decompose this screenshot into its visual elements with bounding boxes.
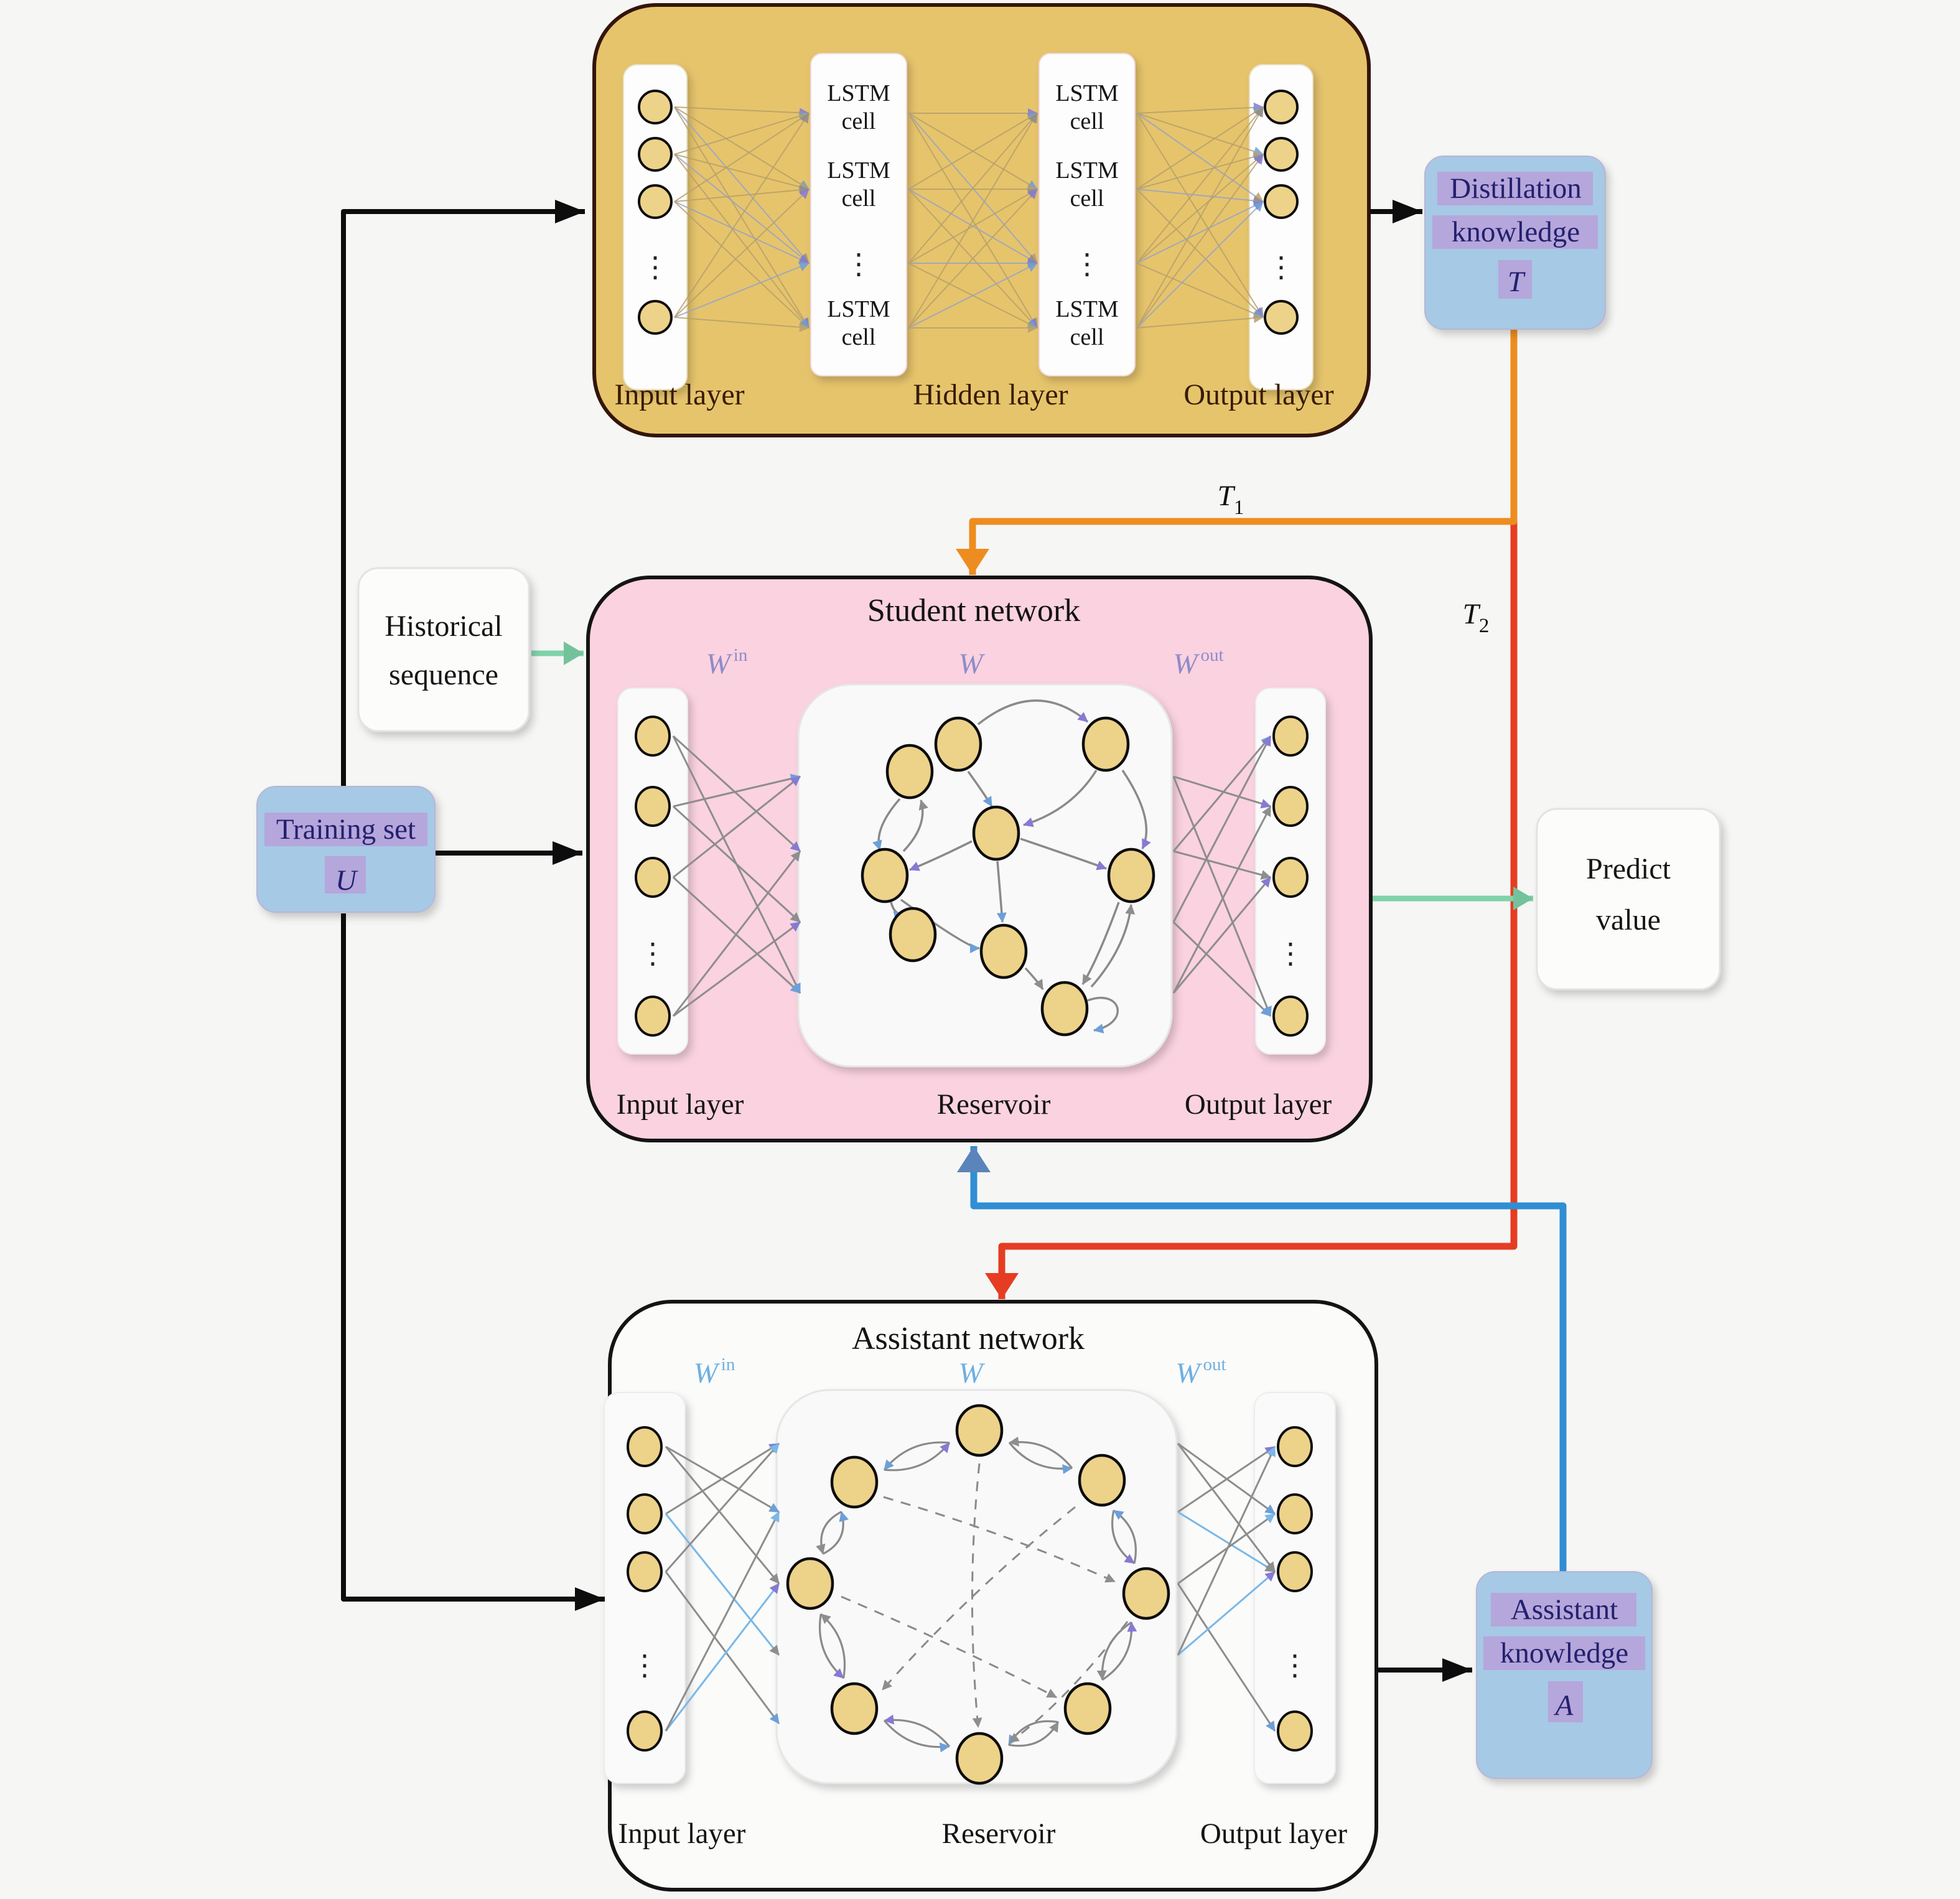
assistant-output-vdots-icon: ⋮: [1281, 1649, 1309, 1681]
student-reservoir-edges: [872, 699, 1151, 1033]
assistant-knowledge-line1: Assistant: [1511, 1593, 1618, 1626]
student-input-layer-label: Input layer: [617, 1088, 744, 1121]
assistant-knowledge-line2: knowledge: [1500, 1637, 1628, 1669]
assistant-connection-lines: [665, 1442, 1276, 1732]
teacher-lstm-column-2: [1038, 53, 1136, 376]
teacher-output-vdots-icon: ⋮: [1267, 251, 1295, 283]
training-highlight-1: [264, 813, 427, 846]
predict-line2: value: [1596, 903, 1661, 936]
arrow-trainingset-to-teacher: [341, 200, 585, 786]
assistant-network-title: Assistant network: [852, 1321, 1085, 1356]
teacher-input-layer-column: [623, 64, 688, 390]
assistant-reservoir-edges: [816, 1436, 1137, 1753]
distillation-knowledge-box: Distillation knowledge T: [1424, 156, 1606, 330]
assistant-input-layer-label: Input layer: [618, 1817, 746, 1850]
teacher-lstm-column-1: [810, 53, 907, 376]
historical-line1: Historical: [385, 610, 502, 643]
training-highlight-2: [325, 856, 366, 894]
t1-edge-label: T1: [1218, 480, 1244, 519]
teacher-lstm2-vdots-icon: ⋮: [1073, 248, 1101, 280]
historical-line2: sequence: [389, 658, 498, 691]
assistant-output-layer-label: Output layer: [1200, 1817, 1348, 1850]
arrow-t2-distillation-to-assistant: [985, 325, 1518, 1299]
student-output-layer-label: Output layer: [1185, 1088, 1332, 1121]
predict-value-box: Predict value: [1536, 808, 1721, 991]
student-input-vdots-icon: ⋮: [638, 938, 667, 969]
arrow-trainingset-to-assistant: [341, 913, 605, 1611]
student-reservoir-label: Reservoir: [937, 1088, 1051, 1121]
distillation-highlight-1: [1437, 172, 1593, 205]
predict-line1: Predict: [1586, 852, 1671, 885]
student-w-label: W: [958, 648, 985, 680]
arrow-assistant-knowledge-to-student: [957, 1146, 1567, 1572]
distillation-highlight-3: [1498, 260, 1532, 299]
student-network-title: Student network: [867, 593, 1080, 628]
training-set-box: Training set U: [256, 786, 436, 913]
teacher-hidden-layer-label: Hidden layer: [913, 378, 1068, 411]
distillation-line2: knowledge: [1452, 216, 1580, 248]
training-line1: Training set: [276, 813, 416, 846]
assistant-knowledge-highlight-3: [1548, 1681, 1583, 1722]
teacher-output-layer-label: Output layer: [1183, 378, 1333, 411]
training-symbol: U: [335, 864, 358, 897]
assistant-knowledge-highlight-2: [1483, 1636, 1645, 1670]
distillation-symbol: T: [1508, 266, 1526, 298]
teacher-connection-lines: [674, 102, 1264, 333]
teacher-input-layer-label: Input layer: [614, 378, 744, 411]
historical-sequence-rect: [357, 567, 530, 732]
assistant-input-vdots-icon: ⋮: [630, 1649, 659, 1681]
assistant-neuron-nodes: [627, 1404, 1313, 1785]
teacher-output-layer-column: [1249, 64, 1314, 390]
t2-edge-label: T2: [1463, 598, 1490, 637]
flow-arrows: [341, 200, 1567, 1682]
assistant-knowledge-highlight-1: [1491, 1593, 1636, 1626]
distillation-line1: Distillation: [1450, 172, 1582, 205]
predict-value-rect: [1536, 808, 1721, 991]
assistant-reservoir-label: Reservoir: [942, 1817, 1056, 1850]
student-neuron-nodes: [635, 716, 1309, 1037]
historical-sequence-box: Historical sequence: [357, 567, 530, 732]
assistant-knowledge-symbol: A: [1554, 1689, 1574, 1722]
assistant-w-label: W: [958, 1357, 985, 1389]
teacher-lstm1-vdots-icon: ⋮: [844, 248, 873, 280]
arrow-t1-distillation-to-student: [956, 325, 1518, 575]
teacher-input-vdots-icon: ⋮: [641, 251, 670, 283]
teacher-neuron-nodes: [638, 90, 1299, 335]
student-output-vdots-icon: ⋮: [1276, 938, 1305, 969]
assistant-knowledge-box: Assistant knowledge A: [1476, 1571, 1653, 1779]
distillation-highlight-2: [1432, 215, 1598, 249]
student-connection-lines: [672, 735, 1272, 1017]
